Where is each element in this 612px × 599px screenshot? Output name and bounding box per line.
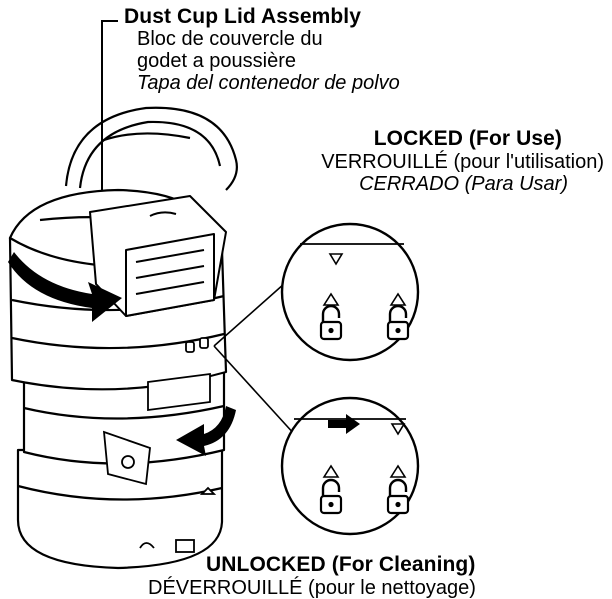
locked-label: LOCKED (For Use) VERROUILLÉ (pour l'util… [321,127,604,195]
unlocked-french: DÉVERROUILLÉ (pour le nettoyage) [148,577,476,599]
locked-title: LOCKED (For Use) [321,127,562,151]
unlocked-label: UNLOCKED (For Cleaning) DÉVERROUILLÉ (po… [206,553,476,599]
dust-cup-lid-french-2: godet a poussière [137,50,400,72]
locked-spanish: CERRADO (Para Usar) [321,173,568,195]
dust-cup-lid-french: Bloc de couvercle du [137,28,400,50]
unlocked-detail-circle [282,398,418,534]
unlocked-title: UNLOCKED (For Cleaning) [206,553,476,577]
diagram: Dust Cup Lid Assembly Bloc de couvercle … [0,0,612,578]
dust-cup-lid-label: Dust Cup Lid Assembly Bloc de couvercle … [124,6,400,94]
locked-french: VERROUILLÉ (pour l'utilisation) [321,151,604,173]
dust-cup-lid-title: Dust Cup Lid Assembly [124,6,400,27]
carry-handle [66,108,237,190]
dust-cup-lid-spanish: Tapa del contenedor de polvo [137,72,400,94]
locked-detail-circle [282,224,418,360]
